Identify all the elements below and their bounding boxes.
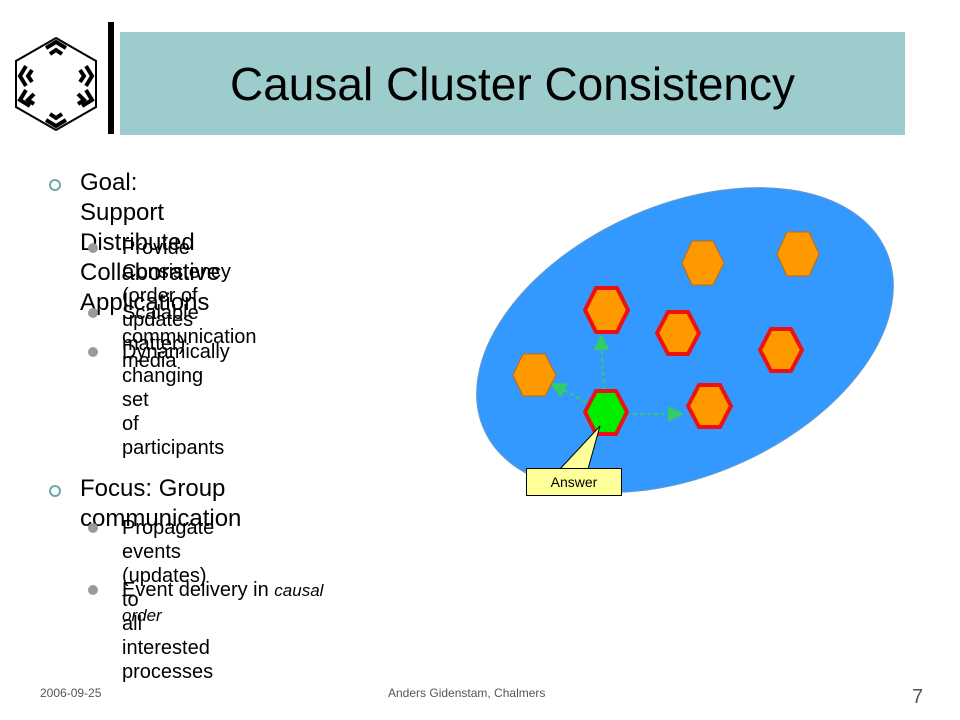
title-box: Causal Cluster Consistency <box>120 32 905 135</box>
cluster-ellipse <box>476 187 894 493</box>
bullet-dot <box>88 347 98 357</box>
process-node <box>776 231 820 277</box>
process-node-received <box>757 327 805 373</box>
slide-title: Causal Cluster Consistency <box>229 57 795 110</box>
sub-bullet-text: Propagate events (updates) to <box>122 517 215 611</box>
sub-bullet-text: Provide Consistency (order of updates <box>122 237 231 331</box>
arrow-to-left <box>550 383 587 403</box>
ring-bullet-icon <box>49 485 61 497</box>
bullet-dot <box>88 523 98 533</box>
footer-author: Anders Gidenstam, Chalmers <box>388 686 546 700</box>
sub-bullet-text: of participants <box>122 413 225 459</box>
bullet-focus-line1: Focus: Group communication <box>80 475 242 532</box>
process-node-received <box>654 310 702 356</box>
bullet-goal-line1: Goal: Support Distributed Collaborative <box>80 169 221 286</box>
callout-pointer <box>558 425 601 470</box>
bullet-goal-line2: Applications <box>80 289 210 316</box>
page-number: 7 <box>912 686 924 708</box>
arrow-to-top <box>593 334 610 391</box>
process-node-sender <box>582 389 630 436</box>
sub-bullet-text: Scalable communication media <box>122 302 257 372</box>
sub-bullet-text: matter) <box>122 333 186 355</box>
process-node <box>681 240 725 286</box>
sub-bullet-text: Dynamically changing set <box>122 341 230 411</box>
process-node-received <box>582 286 631 334</box>
bullet-dot <box>88 308 98 318</box>
sub-bullet-text: all interested processes <box>122 613 214 683</box>
process-node-received <box>685 383 734 429</box>
footer-date: 2006-09-25 <box>40 686 102 700</box>
ring-bullet-icon <box>49 179 61 191</box>
process-node <box>512 353 557 397</box>
bullet-dot <box>88 243 98 253</box>
bullet-dot <box>88 585 98 595</box>
chalmers-logo-icon <box>15 36 97 132</box>
title-accent-bar <box>108 22 114 134</box>
answer-callout: Answer <box>526 468 622 496</box>
causal-order-emphasis: causal order <box>122 581 324 625</box>
sub-bullet-text: Event delivery in <box>122 579 275 601</box>
